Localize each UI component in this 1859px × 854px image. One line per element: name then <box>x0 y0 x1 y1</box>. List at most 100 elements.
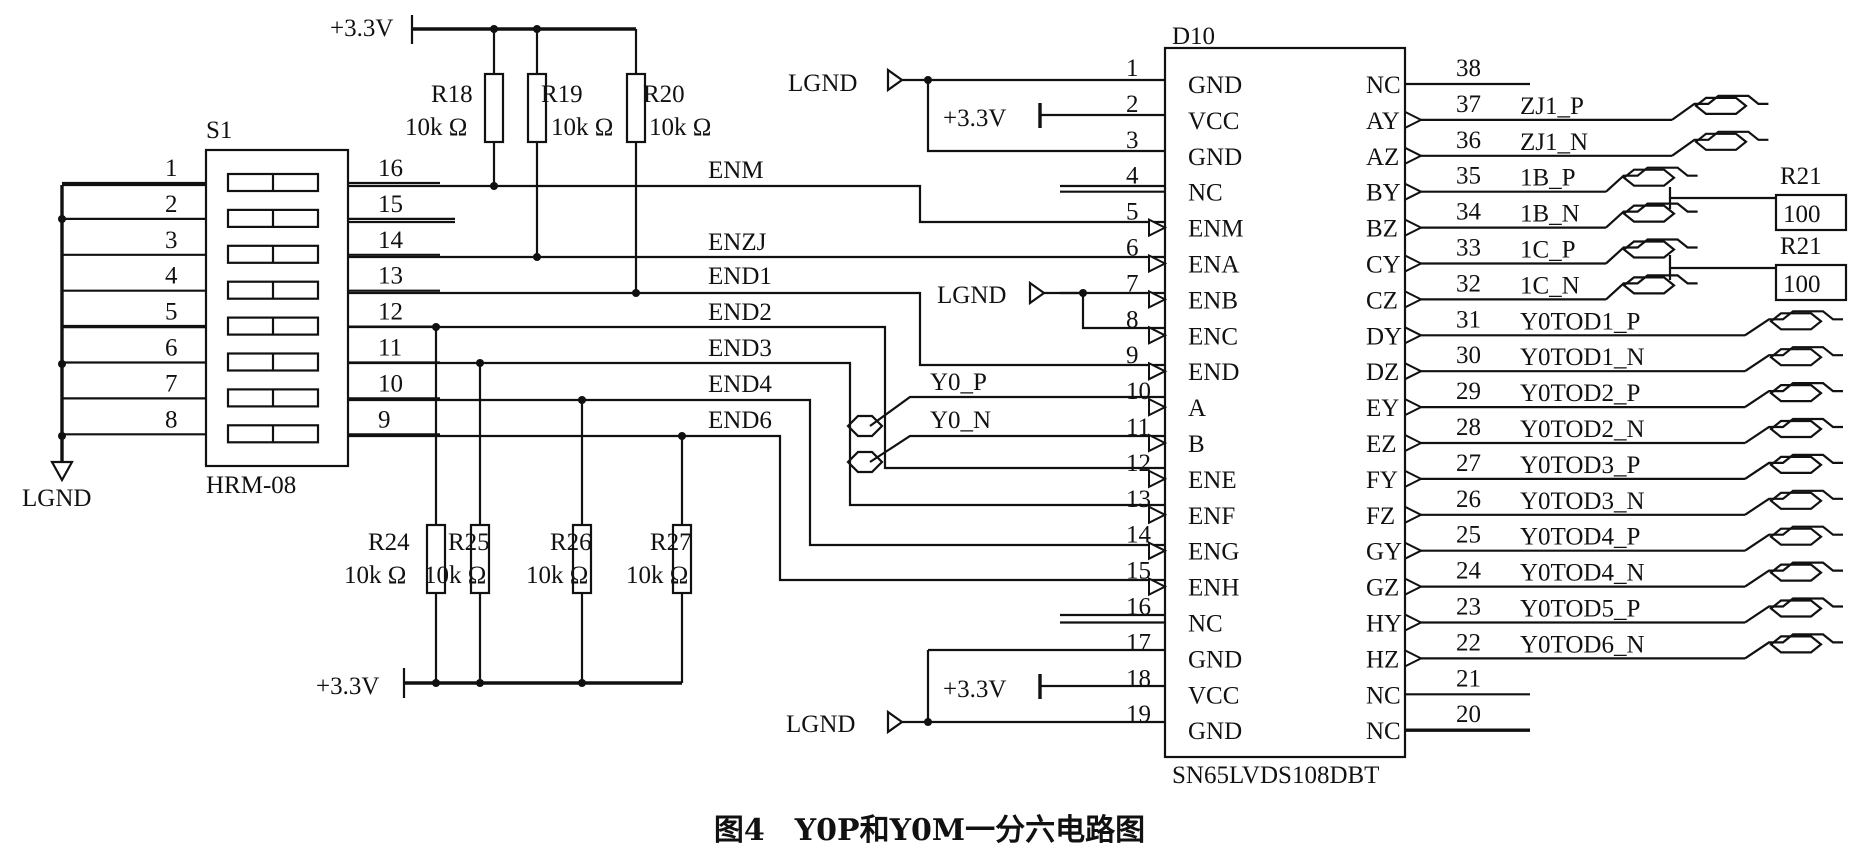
bottom-supply-label: +3.3V <box>316 673 379 700</box>
twisted-pair-loop <box>1769 312 1823 331</box>
switch-pin-number: 5 <box>165 299 178 326</box>
pullup-resistor-body <box>483 72 505 144</box>
output-arrow <box>1404 433 1424 453</box>
twisted-pair-loop <box>1769 563 1823 582</box>
vcc18-supply-label: +3.3V <box>943 676 1006 703</box>
switch-pin-number: 10 <box>378 370 403 397</box>
chip-left-pin-name: GND <box>1188 646 1242 673</box>
pulldown-resistor-ref: R27 <box>650 529 692 556</box>
output-net-label: Y0TOD4_N <box>1520 560 1645 587</box>
twisted-pair-loop <box>1769 635 1823 654</box>
chip-right-pin-name: AZ <box>1366 144 1399 171</box>
differential-outputs: ZJ1_PZJ1_N1B_P1B_N1C_P1C_NY0TOD1_PY0TOD1… <box>1435 93 1843 660</box>
chip-left-pin-number: 9 <box>1126 342 1139 369</box>
ground-label-left: LGND <box>22 485 91 512</box>
chip-right-pin-number: 33 <box>1456 235 1481 262</box>
output-net-label: Y0TOD1_P <box>1520 308 1640 335</box>
chip-left-pin-number: 7 <box>1126 270 1139 297</box>
switch-pin-number: 9 <box>378 406 391 433</box>
input-arrow <box>1148 541 1168 561</box>
output-arrow <box>1404 469 1424 489</box>
output-arrow <box>1404 505 1424 525</box>
twisted-pair-loop <box>1622 204 1676 223</box>
twisted-pair-marker <box>1744 417 1843 444</box>
chip-right-pin-name: GY <box>1366 539 1402 566</box>
pulldown-resistor-body <box>425 523 447 595</box>
figure-caption: 图4 Y0P和Y0M一分六电路图 <box>713 813 1146 848</box>
chip-right-pin-name: CY <box>1366 252 1401 279</box>
twisted-pair-loop <box>1694 132 1748 151</box>
pulldown-resistor-body <box>671 523 693 595</box>
termination-value: 100 <box>1783 201 1821 228</box>
chip-right-pin-number: 27 <box>1456 450 1481 477</box>
output-net-label: Y0TOD3_N <box>1520 488 1645 515</box>
chip-right-pin-number: 34 <box>1456 199 1482 226</box>
chip-right-pin-name: FY <box>1366 467 1398 494</box>
switch-pin-number: 1 <box>165 155 178 182</box>
chip-left-pin-name: ENA <box>1188 252 1239 279</box>
twisted-pair-marker <box>1671 130 1769 157</box>
pullup-resistor-body <box>526 72 548 144</box>
ground-label-top: LGND <box>788 70 857 97</box>
output-arrow <box>1404 397 1424 417</box>
twisted-pair-marker <box>1744 346 1843 373</box>
chip-left-pin-name: END <box>1188 359 1239 386</box>
twisted-pair-marker <box>1605 202 1698 229</box>
chip-right-pin-number: 28 <box>1456 414 1481 441</box>
output-net-label: Y0TOD5_P <box>1520 596 1640 623</box>
chip-left-pin-name: A <box>1188 395 1206 422</box>
input-arrow <box>1148 253 1168 274</box>
chip-right-pin-name: DY <box>1366 323 1402 350</box>
enable-net-label: END4 <box>708 371 772 398</box>
output-arrow <box>1404 325 1424 345</box>
pullup-resistor-ref: R19 <box>541 81 583 108</box>
output-net-label: ZJ1_N <box>1520 129 1588 156</box>
chip-left-pin-name: ENM <box>1188 216 1244 243</box>
chip-right-pin-name: GZ <box>1366 575 1399 602</box>
chip-right-pin-number: 23 <box>1456 594 1481 621</box>
chip-right-pin-name: HZ <box>1366 646 1399 673</box>
twisted-pair-marker <box>1605 166 1698 193</box>
twisted-pair-marker <box>1744 382 1843 409</box>
chip-right-pin-number: 32 <box>1456 270 1481 297</box>
pulldown-resistor-ref: R26 <box>550 529 592 556</box>
switch-pin-number: 3 <box>165 227 178 254</box>
termination-ref: R21 <box>1780 163 1822 190</box>
output-arrow <box>1404 182 1424 202</box>
input-arrow <box>1148 505 1168 525</box>
switch-pin-number: 6 <box>165 335 178 362</box>
switch-pin-number: 4 <box>165 263 178 290</box>
chip-left-pin-name: VCC <box>1188 108 1239 135</box>
output-arrow <box>1404 612 1424 633</box>
input-arrow <box>1148 433 1168 453</box>
switch-pin-number: 2 <box>165 191 178 218</box>
chip-right-pin-number: 25 <box>1456 522 1481 549</box>
chip-ref: D10 <box>1172 23 1215 50</box>
twisted-pair-marker <box>1605 274 1698 301</box>
chip-right-pin-number: 36 <box>1456 127 1481 154</box>
static-wiring <box>50 15 1848 735</box>
input-arrow <box>1148 469 1168 489</box>
twisted-pair-marker <box>1744 633 1843 660</box>
chip-left-pin-number: 2 <box>1126 91 1139 118</box>
input-arrow <box>1148 217 1168 238</box>
chip-right-pin-name: NC <box>1366 682 1401 709</box>
input-net-label: Y0_P <box>930 369 987 396</box>
chip-right-pin-number: 30 <box>1456 342 1481 369</box>
junction-dot <box>58 432 66 440</box>
chip-right-pin-name: AY <box>1366 108 1400 135</box>
enable-net-label: END6 <box>708 407 772 434</box>
twisted-pair-marker <box>1744 597 1843 624</box>
output-arrow <box>1404 110 1424 130</box>
chip-left-pin-number: 4 <box>1126 163 1139 190</box>
vcc2-supply-label: +3.3V <box>943 105 1006 132</box>
switch-part: HRM-08 <box>206 472 296 499</box>
pullup-resistor-ref: R20 <box>643 81 685 108</box>
chip-body <box>1163 46 1407 759</box>
chip-right-pin-name: DZ <box>1366 359 1399 386</box>
twisted-pair-marker <box>1744 310 1843 337</box>
twisted-pair-loop <box>1622 276 1676 295</box>
twisted-pair-marker <box>1744 489 1843 516</box>
